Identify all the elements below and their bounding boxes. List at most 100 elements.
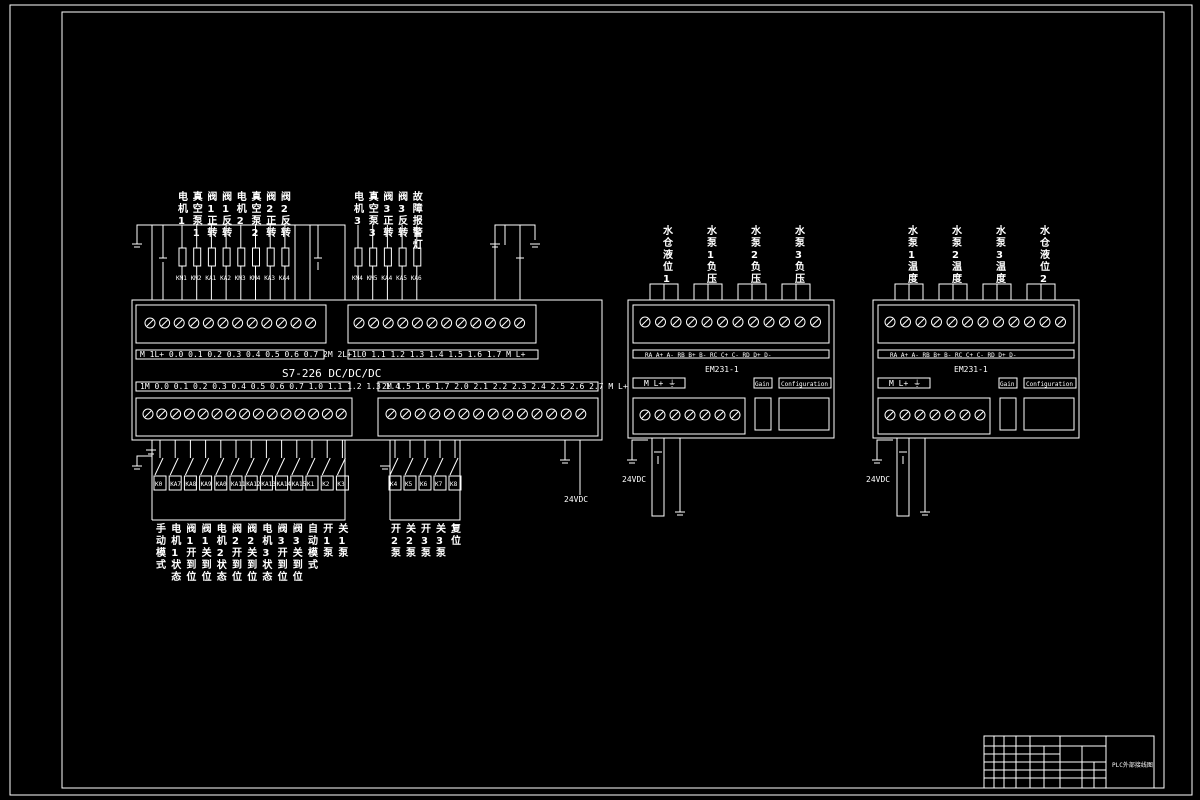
terminal-screw	[899, 409, 911, 421]
terminal-screw	[499, 317, 511, 329]
terminal-screw	[225, 408, 237, 420]
terminal-screw	[974, 409, 986, 421]
relay-tag: KA1	[205, 275, 216, 282]
em1-model-label: EM231-1	[705, 365, 739, 374]
input-label: 复位	[450, 522, 462, 547]
terminal-screw	[944, 409, 956, 421]
plc-input-terms-a: 1M 0.0 0.1 0.2 0.3 0.4 0.5 0.6 0.7 1.0 1…	[140, 382, 400, 391]
terminal-screw	[1039, 316, 1051, 328]
em2-terms: RA A+ A- RB B+ B- RC C+ C- RD D+ D-	[890, 352, 1016, 359]
em1-supply-label: 24VDC	[622, 475, 646, 484]
terminal-screw	[915, 316, 927, 328]
plc-model-label: S7-226 DC/DC/DC	[282, 367, 381, 380]
plc-input-terminal-block-b	[377, 397, 599, 437]
coil-symbol	[207, 247, 216, 267]
terminal-screw	[252, 408, 264, 420]
contact-symbol	[389, 457, 399, 476]
em231-module-2: RA A+ A- RB B+ B- RC C+ C- RD D+ D- EM23…	[872, 299, 1080, 439]
terminal-screw	[714, 409, 726, 421]
drawing-title: PLC外部接线图	[1112, 761, 1153, 769]
terminal-screw	[197, 408, 209, 420]
coil-symbol	[398, 247, 407, 267]
coil-symbol	[383, 247, 392, 267]
terminal-screw	[183, 408, 195, 420]
contact-tag: KA11	[231, 481, 246, 488]
terminal-screw	[654, 409, 666, 421]
terminal-screw	[560, 408, 572, 420]
terminal-screw	[546, 408, 558, 420]
terminal-screw	[1008, 316, 1020, 328]
contact-tag: KA13	[261, 481, 276, 488]
terminal-screw	[470, 317, 482, 329]
terminal-screw	[321, 408, 333, 420]
terminal-screw	[382, 317, 394, 329]
terminal-screw	[729, 409, 741, 421]
contact-tag: KA9	[201, 481, 212, 488]
terminal-screw	[290, 317, 302, 329]
terminal-screw	[261, 317, 273, 329]
terminal-screw	[455, 317, 467, 329]
terminal-screw	[142, 408, 154, 420]
terminal-screw	[914, 409, 926, 421]
contact-tag: K1	[307, 481, 315, 488]
contact-tag: KA12	[246, 481, 261, 488]
terminal-screw	[575, 408, 587, 420]
terminal-screw	[684, 409, 696, 421]
terminal-screw	[232, 317, 244, 329]
terminal-screw	[779, 316, 790, 328]
terminal-screw	[931, 316, 942, 328]
coil-symbol	[281, 247, 290, 267]
relay-tag: KA5	[396, 275, 407, 282]
terminal-screw	[275, 317, 287, 329]
plc-supply-label: 24VDC	[564, 495, 588, 504]
plc-output-terms-b: 1L0 1.1 1.2 1.3 1.4 1.5 1.6 1.7 M L+	[352, 350, 526, 359]
plc-output-terminal-block-b	[347, 304, 537, 344]
em2-model-label: EM231-1	[954, 365, 988, 374]
terminal-screw	[748, 316, 759, 328]
contact-symbol	[449, 457, 459, 476]
plc-input-terminal-block-a	[135, 397, 353, 437]
coil-symbol	[354, 247, 363, 267]
terminal-screw	[414, 408, 426, 420]
terminal-screw	[159, 317, 171, 329]
contact-symbol	[184, 457, 194, 476]
terminal-screw	[188, 317, 200, 329]
relay-tag: KA3	[264, 275, 275, 282]
contact-symbol	[260, 457, 270, 476]
terminal-screw	[502, 408, 514, 420]
